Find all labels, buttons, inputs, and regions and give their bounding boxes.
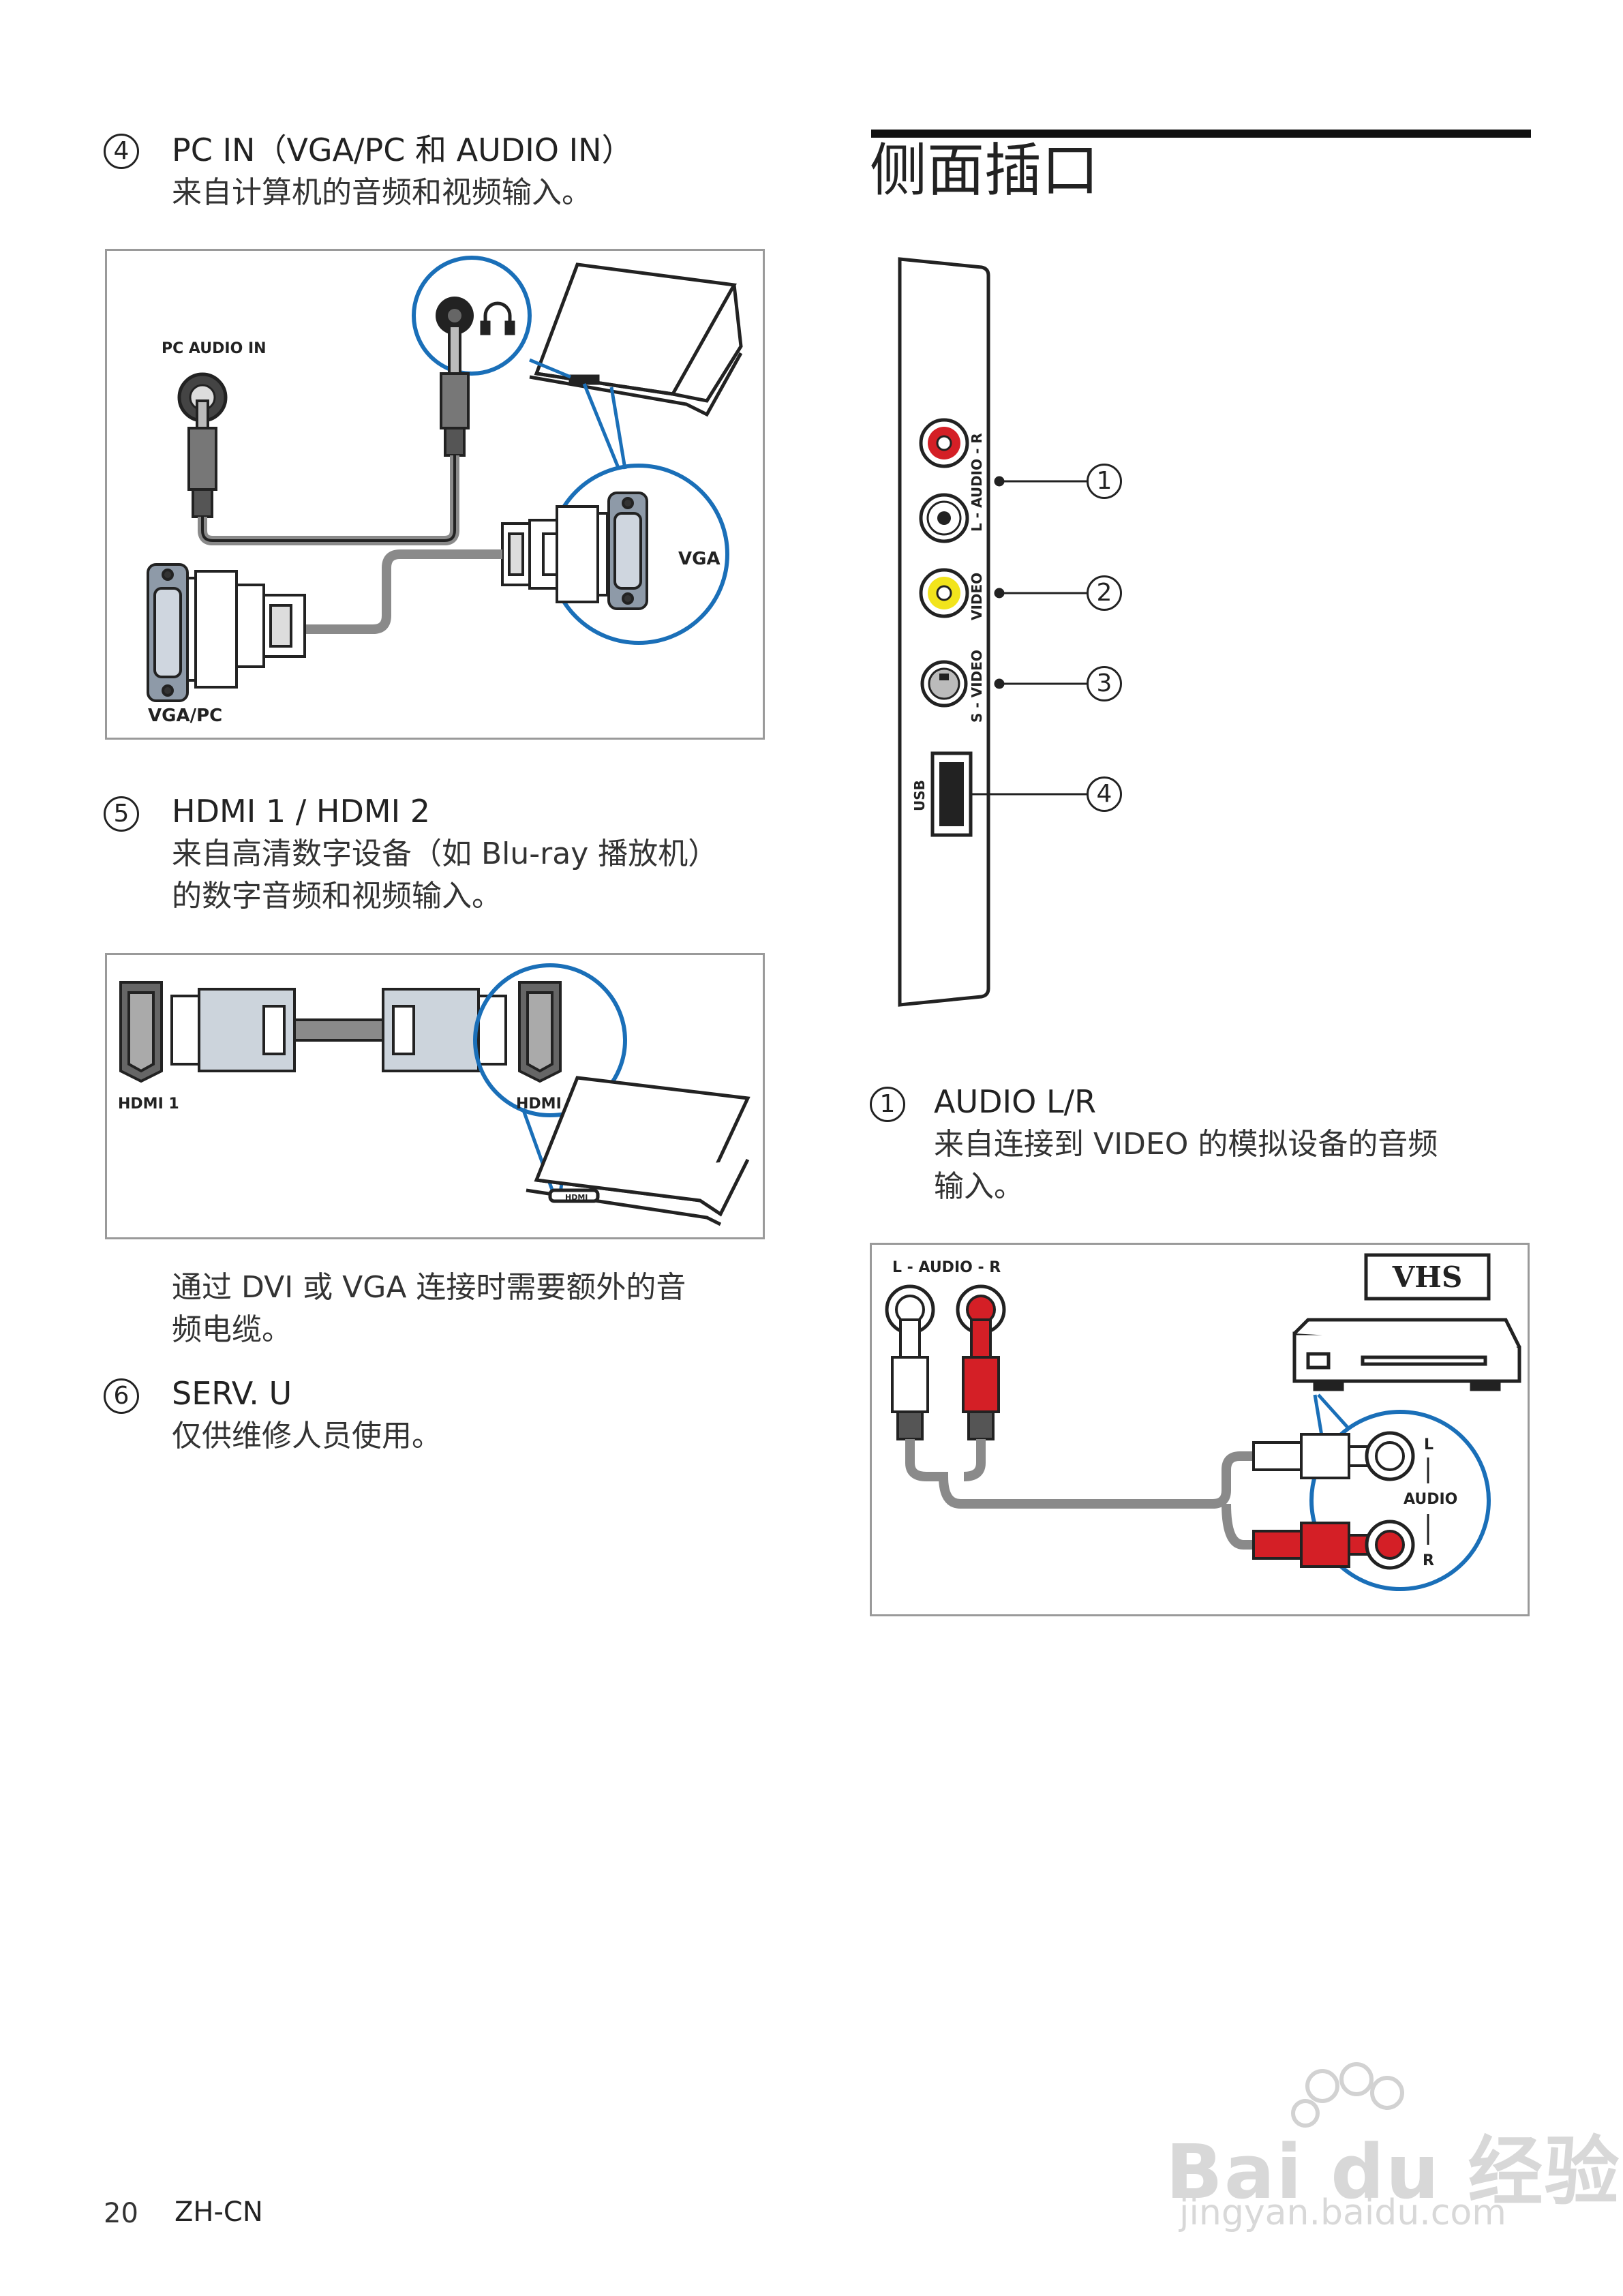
item-desc-hdmi-line2: 的数字音频和视频输入。: [172, 879, 502, 913]
label-audio: AUDIO: [1404, 1491, 1457, 1508]
figure-hdmi: HDMI 1 HDMI HDMI: [105, 953, 765, 1239]
section-title: 侧面插口: [870, 137, 1099, 204]
item-title-pc-in: PC IN（VGA/PC 和 AUDIO IN）: [172, 132, 633, 168]
item-desc-pc-in: 来自计算机的音频和视频输入。: [172, 175, 592, 210]
language-code: ZH-CN: [175, 2196, 263, 2228]
usb-port: [930, 751, 973, 837]
item-desc-audio-lr-line2: 输入。: [934, 1169, 1024, 1204]
item-number-5: 5: [104, 796, 139, 832]
side-panel-diagram: L - AUDIO - R VIDEO S - VIDEO USB 1 2: [886, 252, 1227, 1016]
note-line2: 频电缆。: [172, 1312, 292, 1347]
item-number-1: 1: [870, 1087, 905, 1122]
vga-port-icon: [607, 492, 648, 610]
label-vga-pc: VGA/PC: [148, 706, 222, 726]
label-vga: VGA: [678, 549, 721, 569]
headphone-icon: [480, 301, 515, 335]
audio-r-jack: [919, 418, 969, 468]
label-panel-usb: USB: [911, 780, 928, 811]
page-number: 20: [104, 2198, 138, 2229]
callout-1: 1: [1087, 464, 1122, 499]
item-number-6: 6: [104, 1378, 139, 1414]
callout-4: 4: [1087, 776, 1122, 812]
item-number-4: 4: [104, 134, 139, 169]
item-title-serv-u: SERV. U: [172, 1375, 292, 1412]
note-line1: 通过 DVI 或 VGA 连接时需要额外的音: [172, 1270, 686, 1305]
callout-3: 3: [1087, 666, 1122, 701]
svideo-jack: [920, 660, 968, 708]
label-r: R: [1423, 1552, 1434, 1569]
watermark-url: jingyan.baidu.com: [1179, 2192, 1506, 2233]
label-panel-svideo: S - VIDEO: [969, 650, 985, 723]
laptop-icon: [529, 262, 743, 417]
label-l: L: [1424, 1436, 1434, 1453]
label-pc-audio-in: PC AUDIO IN: [162, 340, 267, 357]
label-audio-lr: L - AUDIO - R: [892, 1259, 1001, 1276]
callout-circle-hdmi: [473, 963, 627, 1117]
item-desc-audio-lr-line1: 来自连接到 VIDEO 的模拟设备的音频: [934, 1127, 1438, 1162]
figure-pc-in: PC AUDIO IN VGA: [105, 249, 765, 740]
item-title-hdmi: HDMI 1 / HDMI 2: [172, 793, 431, 830]
video-jack: [919, 568, 969, 618]
figure-audio-lr: L - AUDIO - R VHS: [870, 1243, 1530, 1616]
item-title-audio-lr: AUDIO L/R: [934, 1083, 1097, 1120]
laptop-icon: [526, 1076, 750, 1226]
label-panel-audio: L - AUDIO - R: [969, 433, 985, 532]
audio-l-jack: [919, 493, 969, 543]
watermark-brand: Bai du 经验: [1166, 2128, 1621, 2216]
label-port-hdmi: HDMI: [565, 1193, 588, 1202]
callout-2: 2: [1087, 575, 1122, 611]
label-panel-video: VIDEO: [969, 573, 985, 620]
section-rule: [871, 130, 1531, 138]
vcr-icon: [1292, 1318, 1521, 1391]
label-hdmi1: HDMI 1: [118, 1096, 179, 1113]
item-desc-hdmi-line1: 来自高清数字设备（如 Blu-ray 播放机）: [172, 836, 718, 871]
baidu-watermark: Bai du 经验 jingyan.baidu.com: [1159, 2059, 1619, 2236]
item-desc-serv-u: 仅供维修人员使用。: [172, 1419, 442, 1453]
label-vhs: VHS: [1392, 1260, 1463, 1294]
vhs-logo: [1364, 1253, 1491, 1301]
